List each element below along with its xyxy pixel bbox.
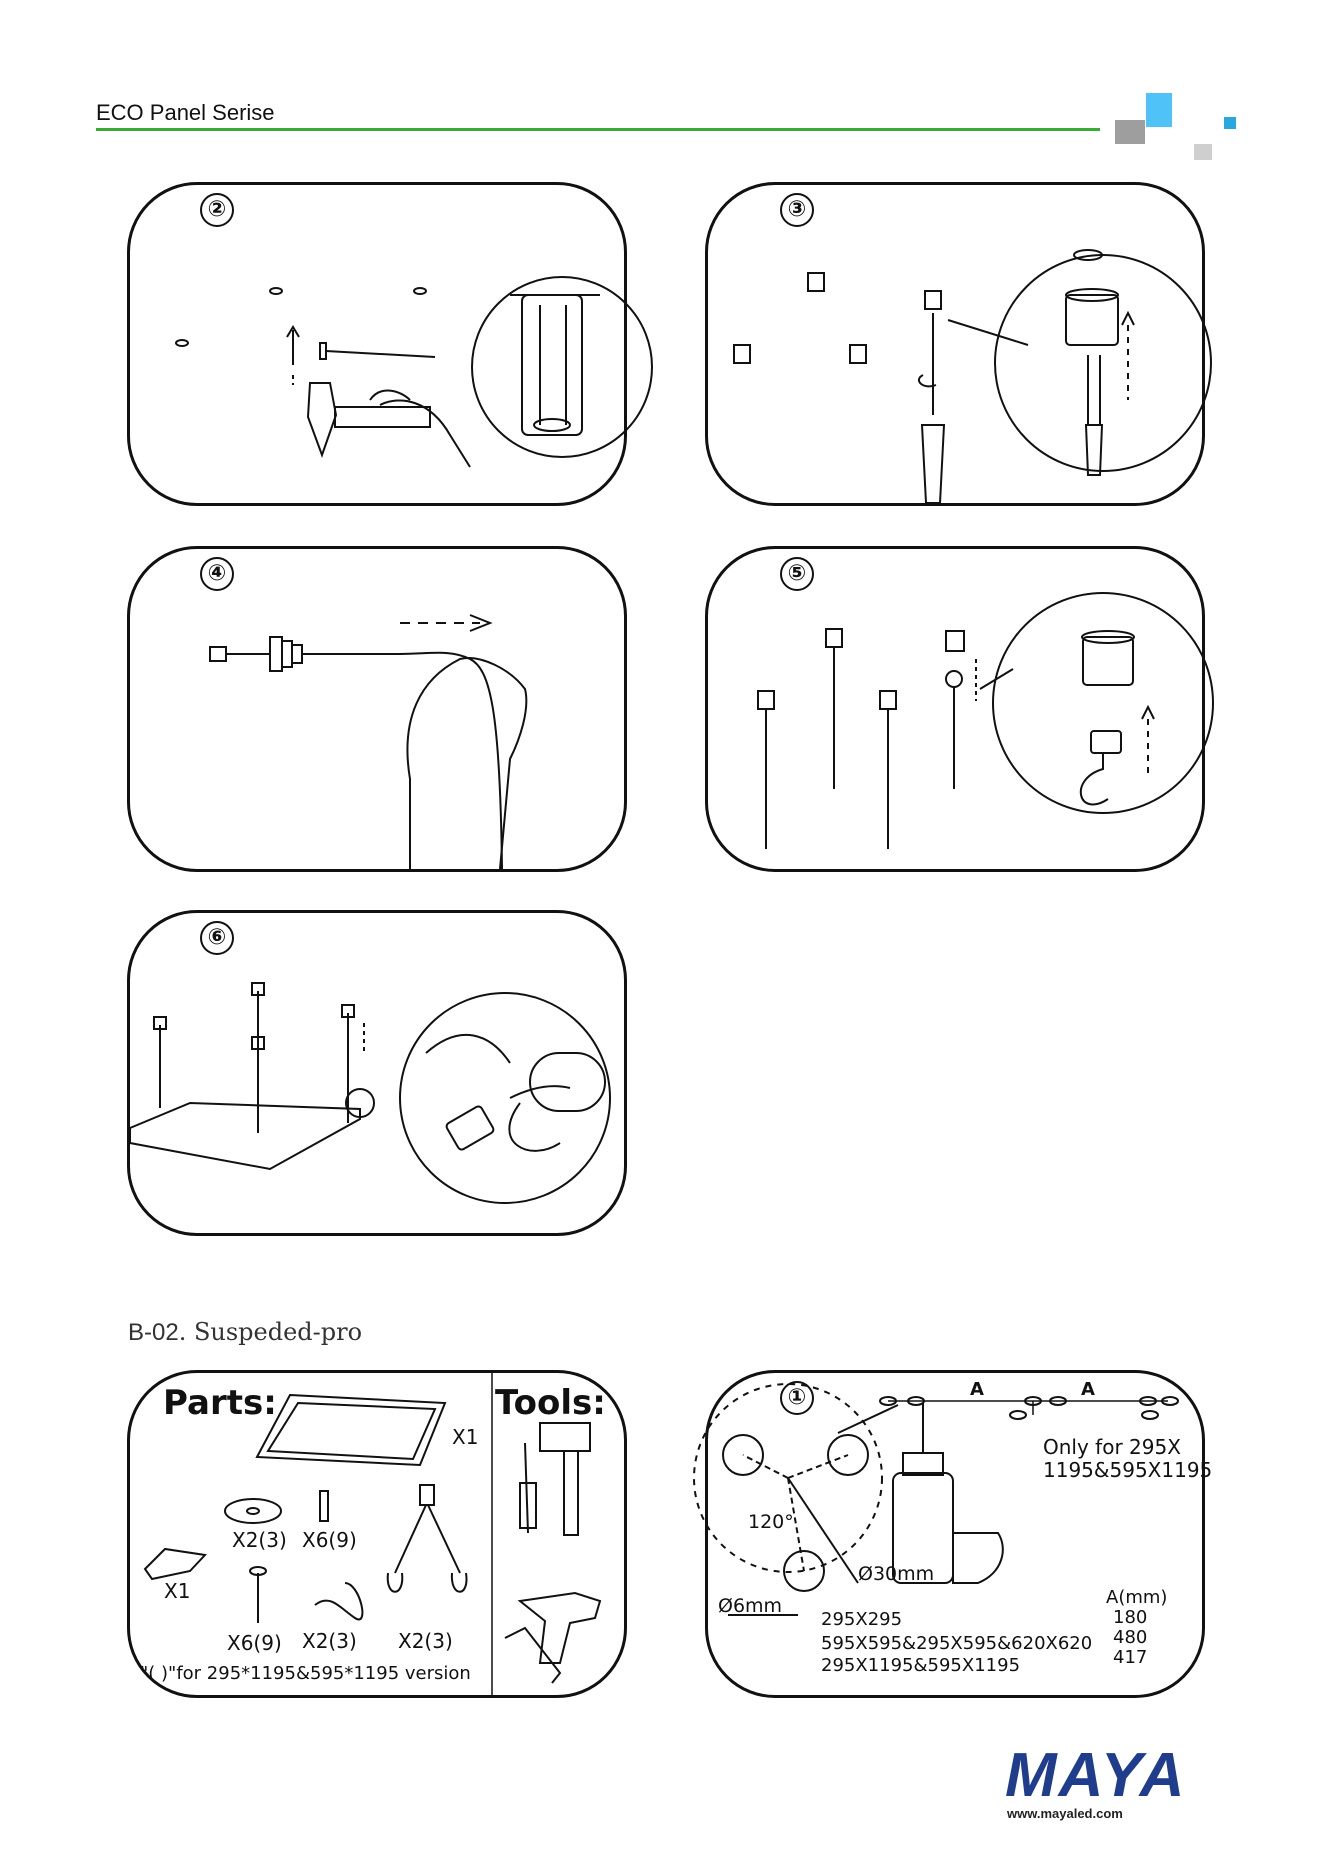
header-decor-light-gray-square <box>1194 144 1212 160</box>
size-row-1: 295X295 <box>821 1609 903 1630</box>
step-6-number: ⑥ <box>200 921 234 955</box>
only-for-line-1: Only for 295X <box>1043 1435 1181 1459</box>
dimension-a-left: A <box>970 1379 984 1400</box>
a-value-row-1: 180 <box>1113 1607 1148 1628</box>
step-4-number: ④ <box>200 557 234 591</box>
header-decor-gray-square <box>1115 120 1145 144</box>
tools-title: Tools: <box>495 1383 606 1423</box>
header-decor-blue-square <box>1146 93 1172 127</box>
step-2-illustration <box>175 276 653 468</box>
step-1-panel: ① A A Only for 295X 1195&595X1195 120° Ø… <box>693 1370 1212 1698</box>
step-1-number: ① <box>780 1381 814 1415</box>
driver-box-quantity: X1 <box>164 1579 191 1603</box>
a-column-header: A(mm) <box>1106 1587 1168 1608</box>
step-3-number: ③ <box>780 193 814 227</box>
step-6-panel: ⑥ <box>127 910 627 1236</box>
step-3-panel: ③ <box>705 182 1212 506</box>
angle-label: 120° <box>748 1511 794 1533</box>
anchor-quantity: X6(9) <box>302 1528 357 1552</box>
step-5-panel: ⑤ <box>705 546 1214 872</box>
hole-30mm-label: Ø30mm <box>858 1563 935 1585</box>
parts-tools-illustration <box>143 1373 602 1695</box>
step-4-panel: ④ <box>127 546 627 872</box>
only-for-line-2: 1195&595X1195 <box>1043 1458 1213 1482</box>
header-rule <box>96 128 1100 131</box>
plate-quantity: X2(3) <box>232 1528 287 1552</box>
document-header-title: ECO Panel Serise <box>96 100 275 125</box>
a-value-row-2: 480 <box>1113 1627 1148 1648</box>
a-value-row-3: 417 <box>1113 1647 1148 1668</box>
step-2-number: ② <box>200 193 234 227</box>
company-url: www.mayaled.com <box>1007 1806 1123 1821</box>
dimension-a-right: A <box>1081 1379 1095 1400</box>
step-4-illustration <box>209 614 528 870</box>
section-code: B-02 <box>128 1319 179 1346</box>
parts-tools-panel: Parts: Tools: X1 X2(3) X6(9) X1 X6(9) X2… <box>127 1370 627 1698</box>
size-row-3: 295X1195&595X1195 <box>821 1655 1021 1676</box>
section-heading: B-02. Suspeded-pro <box>128 1318 362 1347</box>
step-6-illustration <box>129 982 611 1204</box>
step-5-illustration <box>757 592 1214 849</box>
step-1-illustration <box>693 1383 1179 1616</box>
maya-logo-wordmark: MAYA <box>1005 1741 1187 1810</box>
section-name: . Suspeded-pro <box>178 1318 363 1346</box>
size-row-2: 595X595&295X595&620X620 <box>821 1633 1093 1654</box>
step-3-illustration <box>733 249 1212 504</box>
header-decor-small-blue-square <box>1224 117 1236 129</box>
step-2-panel: ② <box>127 182 653 506</box>
maya-logo: MAYA <box>1005 1741 1187 1810</box>
version-note: "( )"for 295*1195&595*1195 version <box>140 1663 471 1684</box>
wire-quantity: X2(3) <box>302 1629 357 1653</box>
panel-quantity: X1 <box>452 1425 479 1449</box>
parts-title: Parts: <box>163 1383 277 1423</box>
screw-quantity: X6(9) <box>227 1631 282 1655</box>
step-5-number: ⑤ <box>780 557 814 591</box>
hanger-quantity: X2(3) <box>398 1629 453 1653</box>
hole-6mm-label: Ø6mm <box>718 1595 783 1617</box>
